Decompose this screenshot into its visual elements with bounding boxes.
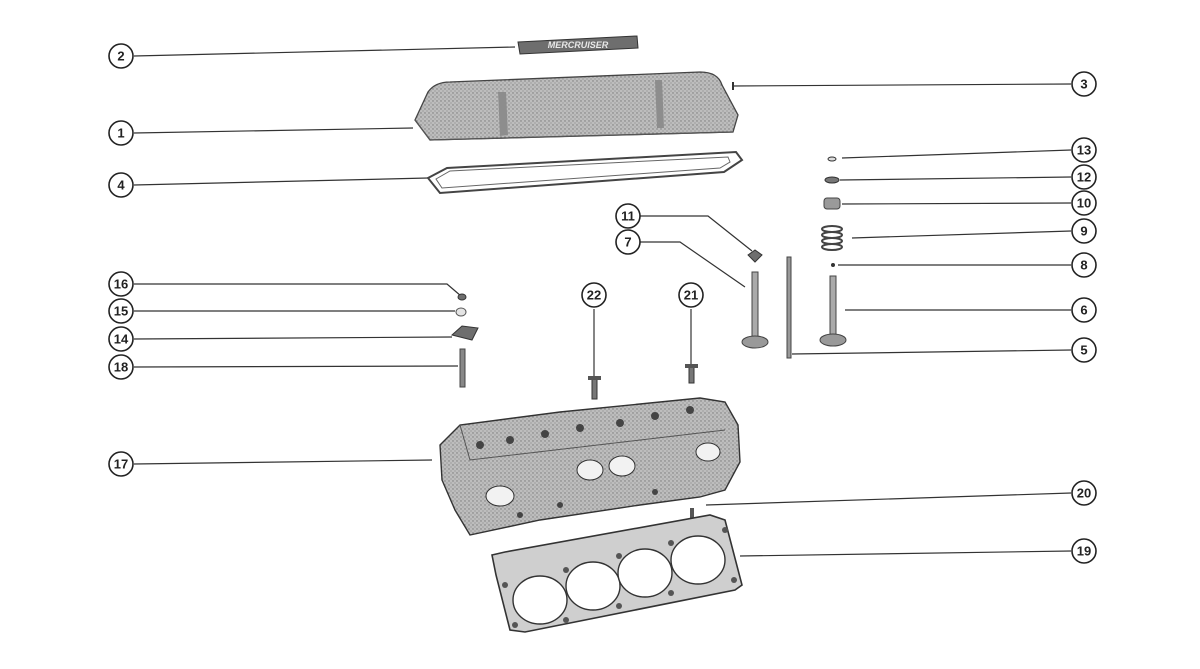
exhaust-valve-head [741,335,769,349]
svg-text:12: 12 [1077,170,1091,185]
svg-text:3: 3 [1080,77,1087,92]
svg-text:5: 5 [1080,343,1087,358]
pushrod [786,256,792,359]
svg-text:11: 11 [621,209,635,224]
callout-15: 15 [108,298,134,324]
decal-text: MERCRUISER [548,40,609,50]
decal: MERCRUISER [517,35,639,55]
svg-text:13: 13 [1077,143,1091,158]
rocker-nut [457,293,467,301]
callouts: 1 2 3 4 5 6 7 8 9 10 11 12 13 14 15 16 1… [108,43,1097,564]
callout-6: 6 [1071,297,1097,323]
callout-12: 12 [1071,164,1097,190]
callout-11: 11 [615,203,641,229]
callout-18: 18 [108,354,134,380]
callout-22: 22 [581,282,607,308]
valve-train [741,156,847,359]
callout-7: 7 [615,229,641,255]
svg-text:6: 6 [1080,303,1087,318]
callout-1: 1 [108,120,134,146]
svg-text:19: 19 [1077,544,1091,559]
callout-5: 5 [1071,337,1097,363]
callout-21: 21 [678,282,704,308]
rocker-parts [450,293,479,388]
valve-cover-gasket [426,150,744,195]
svg-text:18: 18 [114,360,128,375]
svg-text:20: 20 [1077,486,1091,501]
svg-text:8: 8 [1080,258,1087,273]
callout-20: 20 [1071,480,1097,506]
callout-16: 16 [108,271,134,297]
svg-text:1: 1 [117,126,124,141]
callout-10: 10 [1071,190,1097,216]
callout-4: 4 [108,172,134,198]
svg-text:14: 14 [114,332,129,347]
intake-valve-head [819,333,847,347]
svg-text:21: 21 [684,288,698,303]
cylinder-head [439,397,741,536]
valve-spring [821,225,843,251]
svg-text:16: 16 [114,277,128,292]
callout-8: 8 [1071,252,1097,278]
rocker-stud [459,348,466,388]
svg-text:10: 10 [1077,196,1091,211]
rocker-ball [455,307,467,317]
exhaust-valve-stem [751,271,759,341]
callout-14: 14 [108,326,134,352]
leader-lines [133,46,1072,557]
callout-9: 9 [1071,218,1097,244]
callout-17: 17 [108,451,134,477]
head-bolts [588,364,698,400]
spring-shield [823,197,841,210]
head-gasket [491,514,743,633]
rocker-arm [450,325,479,341]
callout-19: 19 [1071,538,1097,564]
svg-text:2: 2 [117,49,124,64]
valve-cap [747,249,763,263]
valve-cover [414,71,739,141]
svg-text:22: 22 [587,288,601,303]
svg-text:4: 4 [117,178,125,193]
callout-3: 3 [1071,71,1097,97]
valve-lock [831,263,835,267]
callout-13: 13 [1071,137,1097,163]
svg-text:15: 15 [114,304,128,319]
spring-retainer [824,176,840,184]
dowel-pin [690,508,694,518]
callout-2: 2 [108,43,134,69]
oil-seal [827,156,837,162]
svg-text:17: 17 [114,457,128,472]
svg-text:9: 9 [1080,224,1087,239]
svg-text:7: 7 [624,235,631,250]
intake-valve-stem [829,275,837,339]
